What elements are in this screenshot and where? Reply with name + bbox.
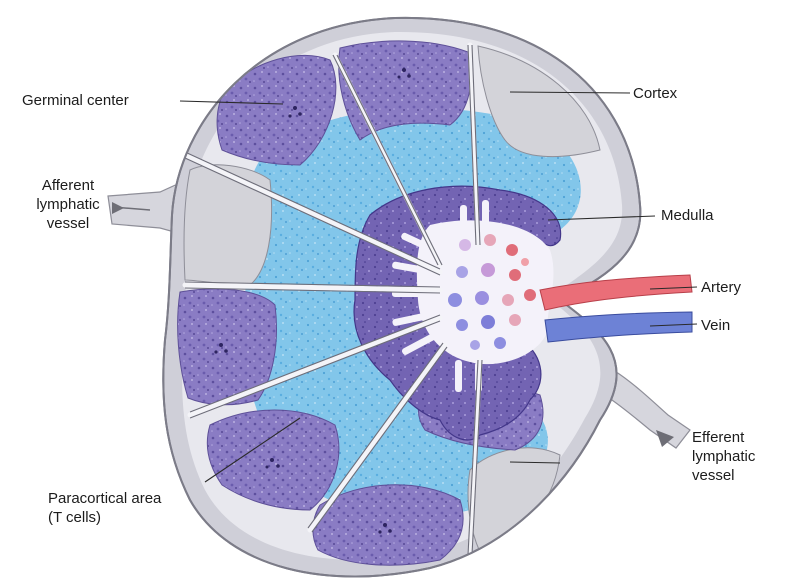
label-efferent-lymphatic-vessel: Efferent lymphatic vessel <box>692 428 755 485</box>
label-germinal-center: Germinal center <box>22 91 129 110</box>
label-medulla: Medulla <box>661 206 714 225</box>
label-afferent-lymphatic-vessel: Afferent lymphatic vessel <box>28 176 108 233</box>
label-cortex: Cortex <box>633 84 677 103</box>
label-artery: Artery <box>701 278 741 297</box>
label-vein: Vein <box>701 316 730 335</box>
label-paracortical-area: Paracortical area (T cells) <box>48 489 161 527</box>
